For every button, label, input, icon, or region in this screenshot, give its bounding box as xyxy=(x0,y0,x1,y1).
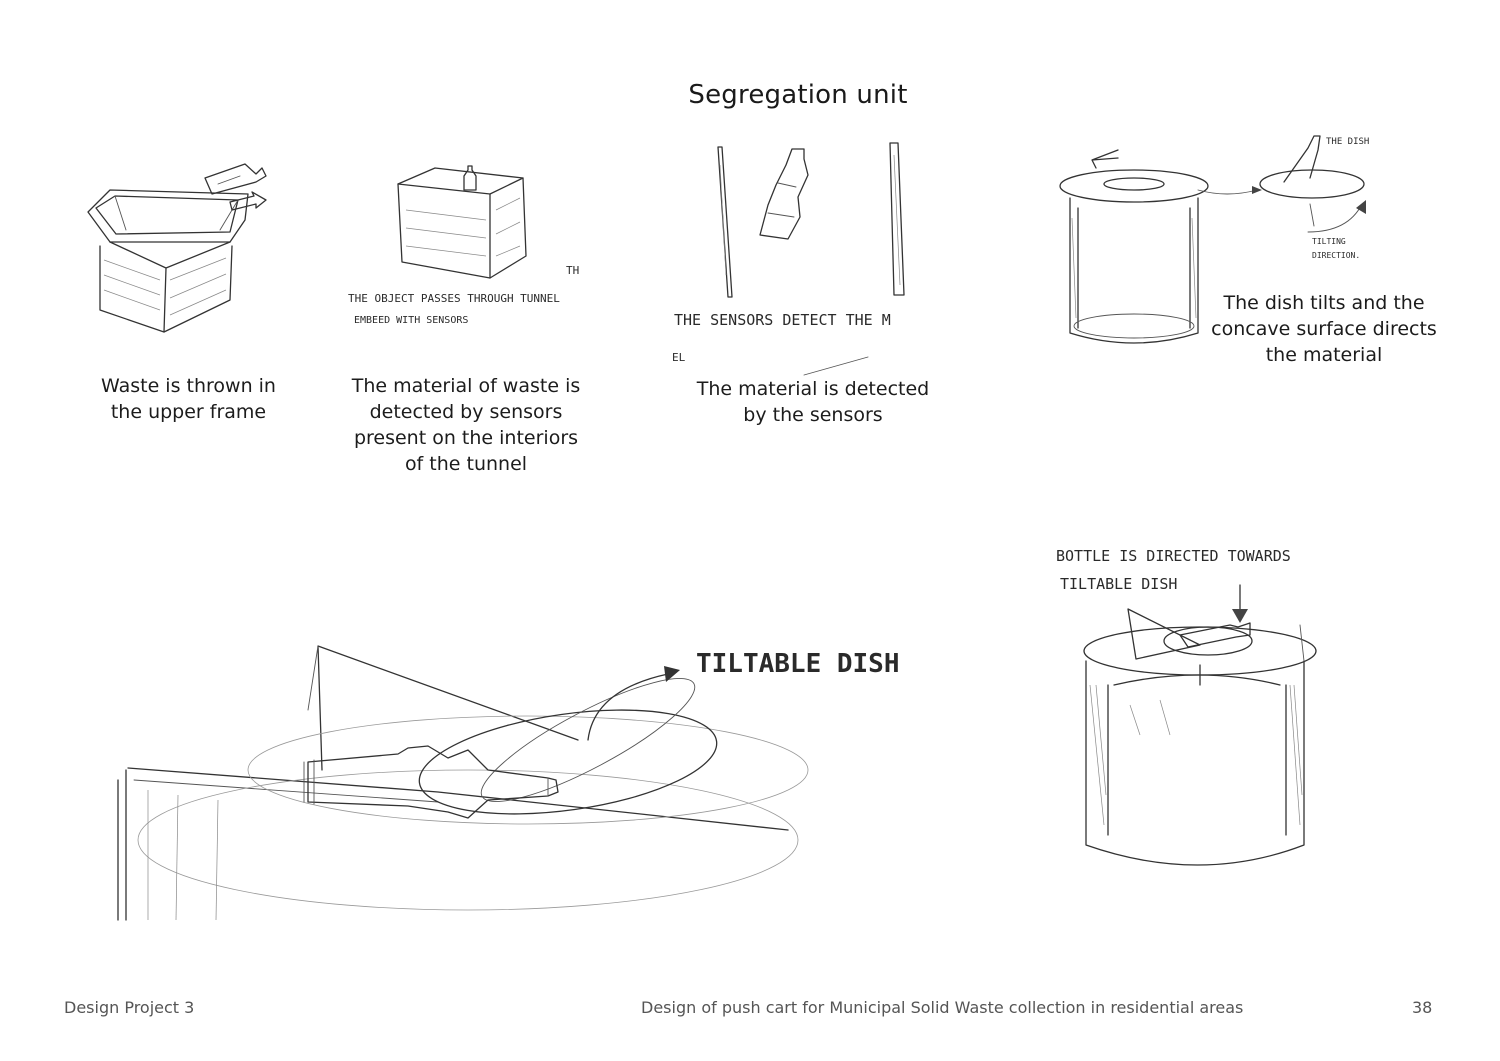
caption-step-2: The material of waste is detected by sen… xyxy=(351,375,581,475)
tilt-label-line-1: TILTING xyxy=(1312,237,1346,246)
tilt-label-line-2: DIRECTION. xyxy=(1312,251,1360,260)
sketch-sensors: THE SENSORS DETECT THE M EL xyxy=(672,142,905,376)
page-title: Segregation unit xyxy=(688,80,908,110)
tunnel-note-line-2: EMBEED WITH SENSORS xyxy=(354,315,468,326)
footer-description: Design of push cart for Municipal Solid … xyxy=(641,998,1244,1017)
sketch-tunnel: TH THE OBJECT PASSES THROUGH TUNNEL EMBE… xyxy=(348,165,579,326)
bottle-note-line-1: BOTTLE IS DIRECTED TOWARDS xyxy=(1056,547,1291,565)
dish-label: THE DISH xyxy=(1326,137,1369,147)
footer-project: Design Project 3 xyxy=(64,998,195,1017)
caption-step-4: The dish tilts and the concave surface d… xyxy=(1211,292,1437,366)
sensor-note-fragment: EL xyxy=(672,351,686,364)
bottle-note-line-2: TILTABLE DISH xyxy=(1060,575,1177,593)
sensor-note: THE SENSORS DETECT THE M xyxy=(674,311,891,329)
tunnel-note-line-1: THE OBJECT PASSES THROUGH TUNNEL xyxy=(348,292,560,305)
tunnel-note-fragment: TH xyxy=(566,264,579,277)
sketch-tiltable-dish: TILTABLE DISH xyxy=(117,645,900,921)
sketch-upper-frame xyxy=(87,163,267,333)
caption-step-3: The material is detected by the sensors xyxy=(696,378,930,426)
sketch-dish-tilt: THE DISH TILTING DIRECTION. xyxy=(1059,135,1369,344)
footer-page-number: 38 xyxy=(1412,998,1433,1017)
caption-step-1: Waste is thrown in the upper frame xyxy=(101,375,276,423)
tiltable-dish-label: TILTABLE DISH xyxy=(696,649,900,679)
sketch-bottle-direction: BOTTLE IS DIRECTED TOWARDS TILTABLE DISH xyxy=(1056,547,1317,866)
